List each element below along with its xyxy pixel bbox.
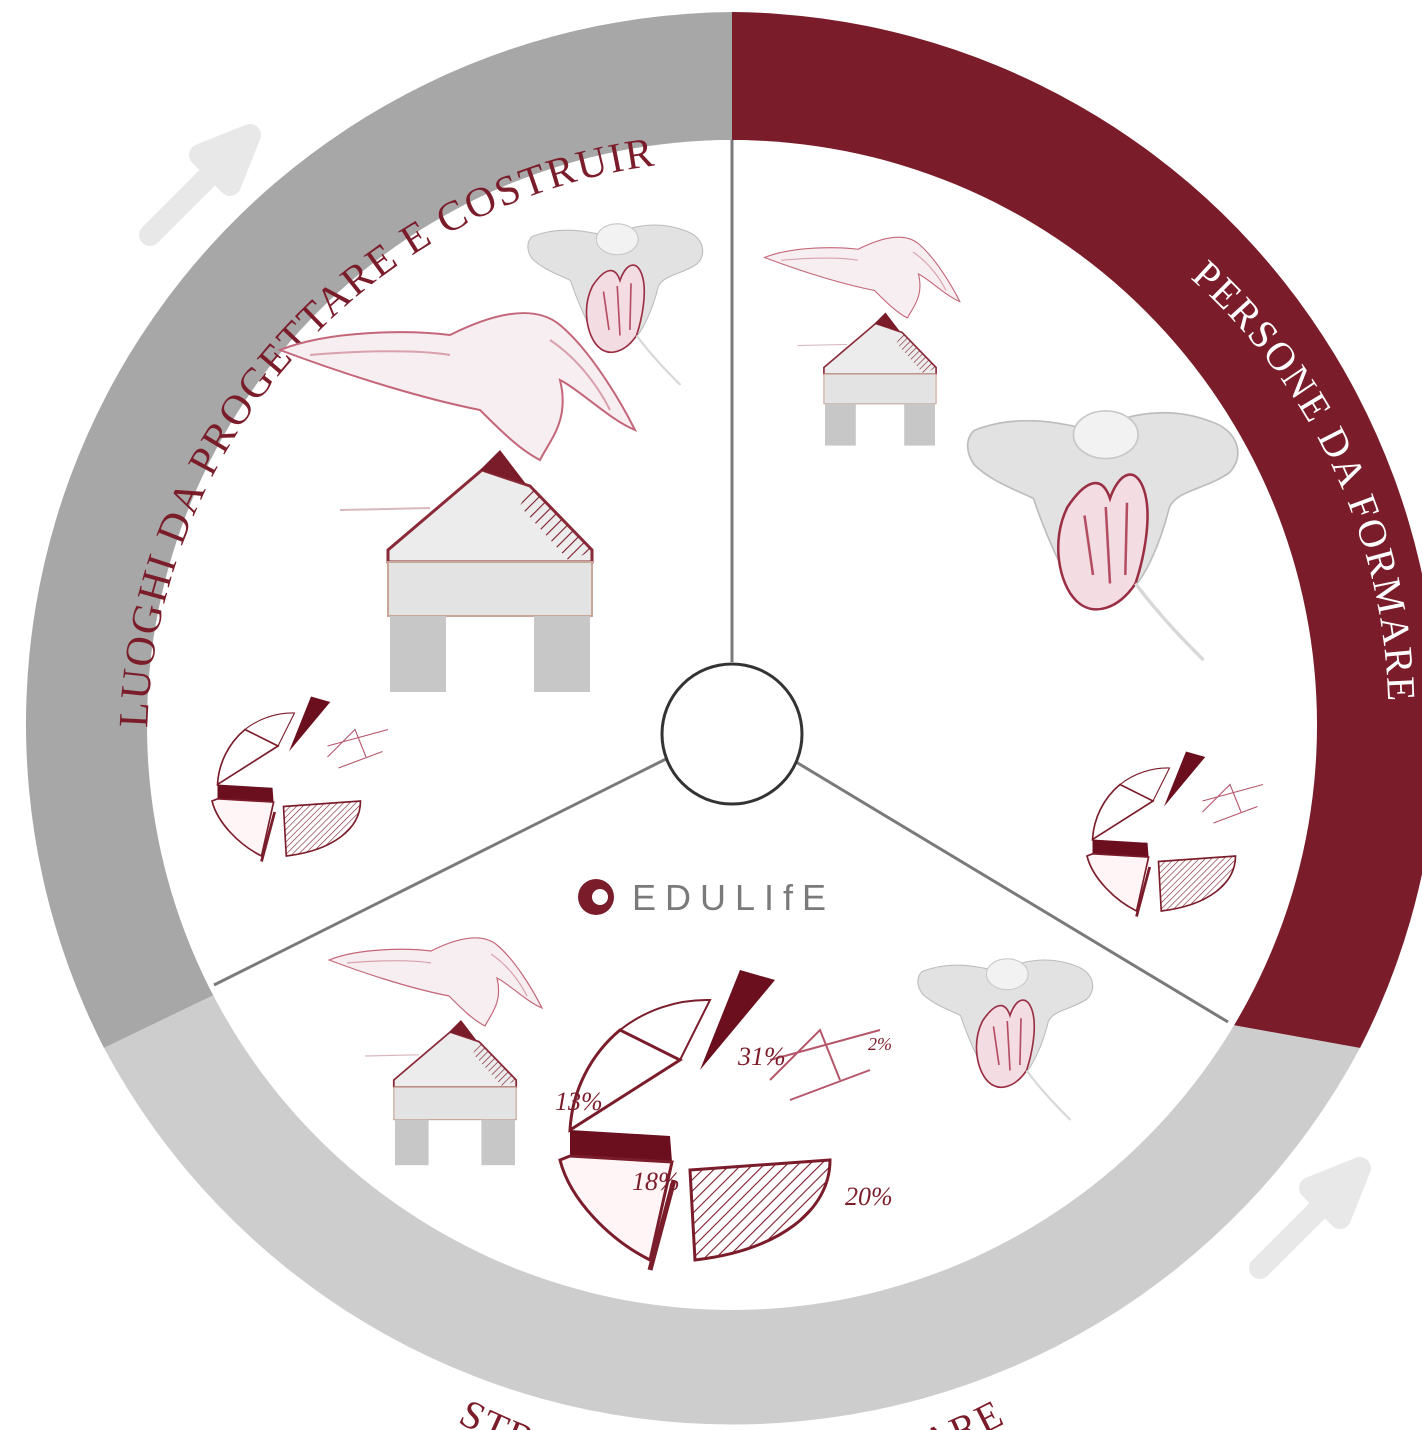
divider-left [213,756,669,987]
segment-strumenti[interactable] [104,994,1360,1425]
center-hub[interactable] [660,662,804,806]
cycle-arrow-icon [1260,1168,1360,1268]
segment-persone[interactable] [732,12,1422,1048]
pie-label-20: 20% [845,1182,893,1211]
divider-right [795,760,1229,1024]
pie-label-18: 18% [632,1167,680,1196]
edulife-logo: EDULIfE [578,877,835,918]
pie-label-31: 31% [737,1042,786,1071]
pie-label-2: 2% [868,1034,892,1054]
logo-text: EDULIfE [632,877,835,918]
segment-luoghi[interactable] [25,12,732,1048]
pie-label-13: 13% [555,1087,603,1116]
cycle-arrow-icon [150,135,250,235]
